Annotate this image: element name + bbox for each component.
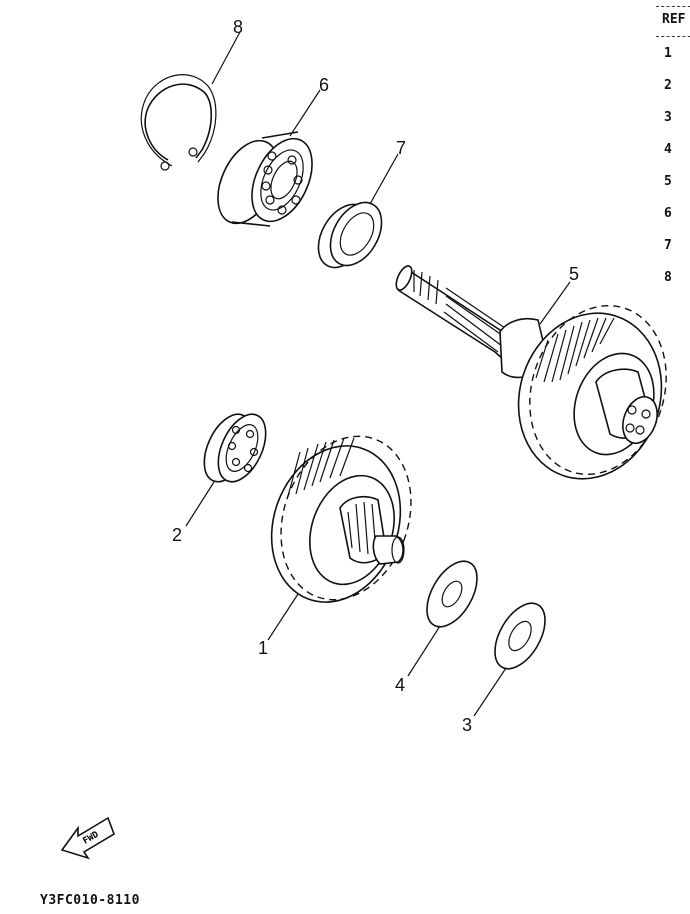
bearing-part-6 bbox=[217, 89, 321, 227]
ref-row: 7 bbox=[664, 238, 672, 253]
ref-row: 3 bbox=[664, 110, 672, 125]
shaft-gear-part-5 bbox=[395, 265, 667, 480]
table-rule-header bbox=[656, 36, 690, 37]
table-rule-top bbox=[656, 6, 690, 7]
callout-8: 8 bbox=[233, 17, 243, 37]
reference-table: REF 1 2 3 4 5 6 7 8 bbox=[656, 0, 690, 300]
figure-code: Y3FC010-8110 bbox=[40, 893, 140, 908]
fwd-arrow-icon: FWD bbox=[60, 816, 115, 860]
callout-7: 7 bbox=[396, 138, 406, 158]
ref-row: 1 bbox=[664, 46, 672, 61]
callout-3: 3 bbox=[462, 715, 472, 735]
callout-4: 4 bbox=[395, 675, 405, 695]
callout-5: 5 bbox=[569, 264, 579, 284]
ref-row: 4 bbox=[664, 142, 672, 157]
ref-row: 2 bbox=[664, 78, 672, 93]
primary-gear-part-1 bbox=[267, 435, 412, 641]
callout-1: 1 bbox=[258, 638, 268, 658]
washer-part-3 bbox=[473, 602, 546, 717]
ref-row: 8 bbox=[664, 270, 672, 285]
washer-part-4 bbox=[407, 560, 478, 677]
ref-row: 6 bbox=[664, 206, 672, 221]
circlip-part-8 bbox=[140, 31, 241, 171]
callout-2: 2 bbox=[172, 525, 182, 545]
callout-6: 6 bbox=[319, 75, 329, 95]
ref-row: 5 bbox=[664, 174, 672, 189]
ref-header: REF bbox=[662, 12, 686, 27]
oil-seal-part-7 bbox=[317, 153, 399, 269]
bearing-part-2 bbox=[185, 413, 267, 527]
